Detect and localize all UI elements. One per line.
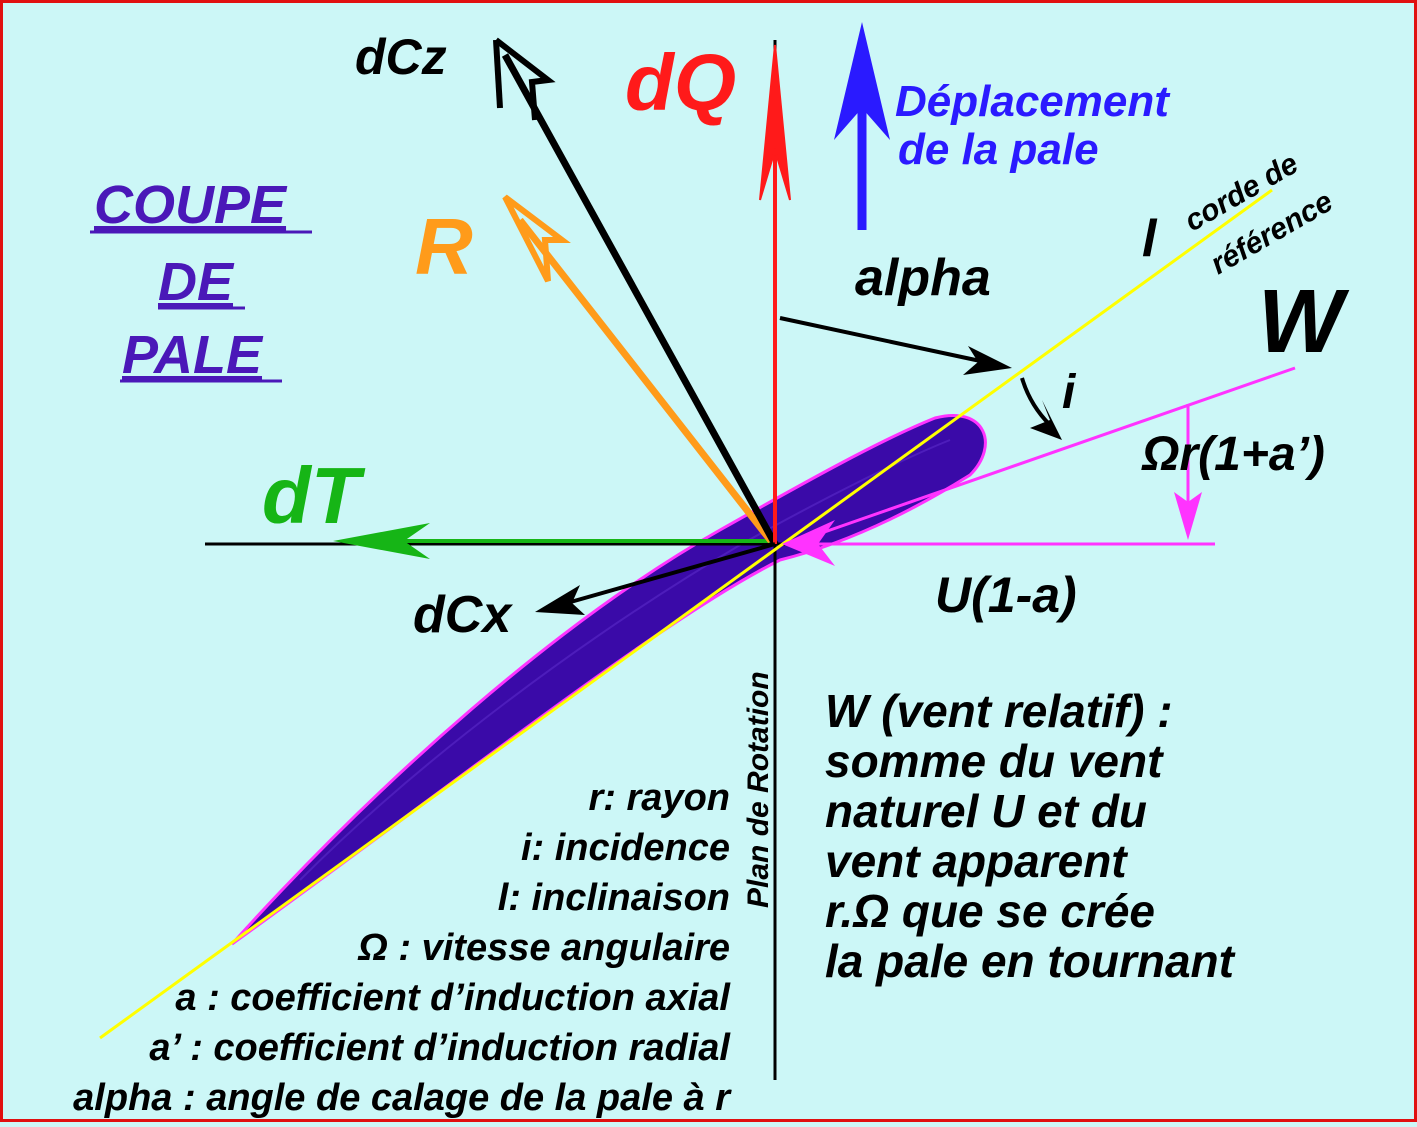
displacement-label-1: Déplacement (895, 77, 1171, 126)
wind-arrowhead (782, 520, 835, 566)
dCx-arrow (559, 542, 776, 607)
W-label: W (1258, 272, 1350, 372)
explanation-line: W (vent relatif) : (825, 685, 1173, 737)
R-arrowhead (502, 194, 571, 283)
omega-r-label: Ωr(1+a’) (1141, 428, 1325, 481)
chord-line (99, 188, 1273, 1040)
legend-item: i: incidence (521, 827, 730, 869)
legend: r: rayon i: incidence l: inclinaison Ω :… (73, 777, 732, 1119)
legend-item: Ω : vitesse angulaire (357, 927, 730, 969)
legend-item: a’ : coefficient d’induction radial (149, 1027, 731, 1069)
incidence-label: i (1062, 366, 1077, 419)
U-label: U(1-a) (935, 567, 1077, 623)
dQ-arrowhead (759, 44, 791, 201)
title-de: DE (158, 252, 235, 312)
explanation-line: la pale en tournant (825, 935, 1236, 987)
explanation-line: naturel U et du (825, 785, 1147, 837)
omega-r-arrowhead (1174, 492, 1202, 540)
legend-item: alpha : angle de calage de la pale à r (73, 1077, 732, 1119)
alpha-arrow (779, 316, 986, 364)
explanation-line: vent apparent (825, 835, 1128, 887)
displacement-arrowhead (834, 22, 890, 140)
dCz-arrowhead-left (493, 39, 503, 109)
dT-label: dT (262, 451, 366, 540)
dQ-label: dQ (625, 38, 736, 127)
alpha-arrowhead (963, 346, 1012, 375)
dCz-arrowhead-right (494, 37, 556, 121)
explanation-line: somme du vent (825, 735, 1164, 787)
legend-item: r: rayon (589, 777, 730, 819)
blade-inner-shade (299, 439, 951, 881)
dCz-label: dCz (355, 29, 447, 85)
dCz-arrow (501, 53, 779, 546)
relative-wind-line (789, 366, 1296, 546)
explanation-line: r.Ω que se crée (825, 885, 1155, 937)
legend-item: l: inclinaison (498, 877, 730, 919)
plane-of-rotation-label: Plan de Rotation (742, 671, 775, 908)
explanation: W (vent relatif) : somme du vent naturel… (825, 685, 1236, 987)
legend-item: a : coefficient d’induction axial (175, 977, 731, 1019)
title-pale: PALE (122, 325, 264, 385)
alpha-label: alpha (855, 249, 991, 307)
dCx-label: dCx (413, 586, 513, 644)
incidence-arc (1020, 377, 1052, 427)
inclination-label: l (1142, 210, 1158, 268)
incidence-arrowhead (1030, 400, 1062, 440)
title-coupe: COUPE (94, 175, 288, 235)
R-arrow (517, 217, 774, 544)
R-label: R (415, 202, 473, 291)
displacement-label-2: de la pale (898, 125, 1099, 174)
dCx-arrowhead (535, 585, 585, 615)
dT-arrowhead (333, 523, 430, 559)
